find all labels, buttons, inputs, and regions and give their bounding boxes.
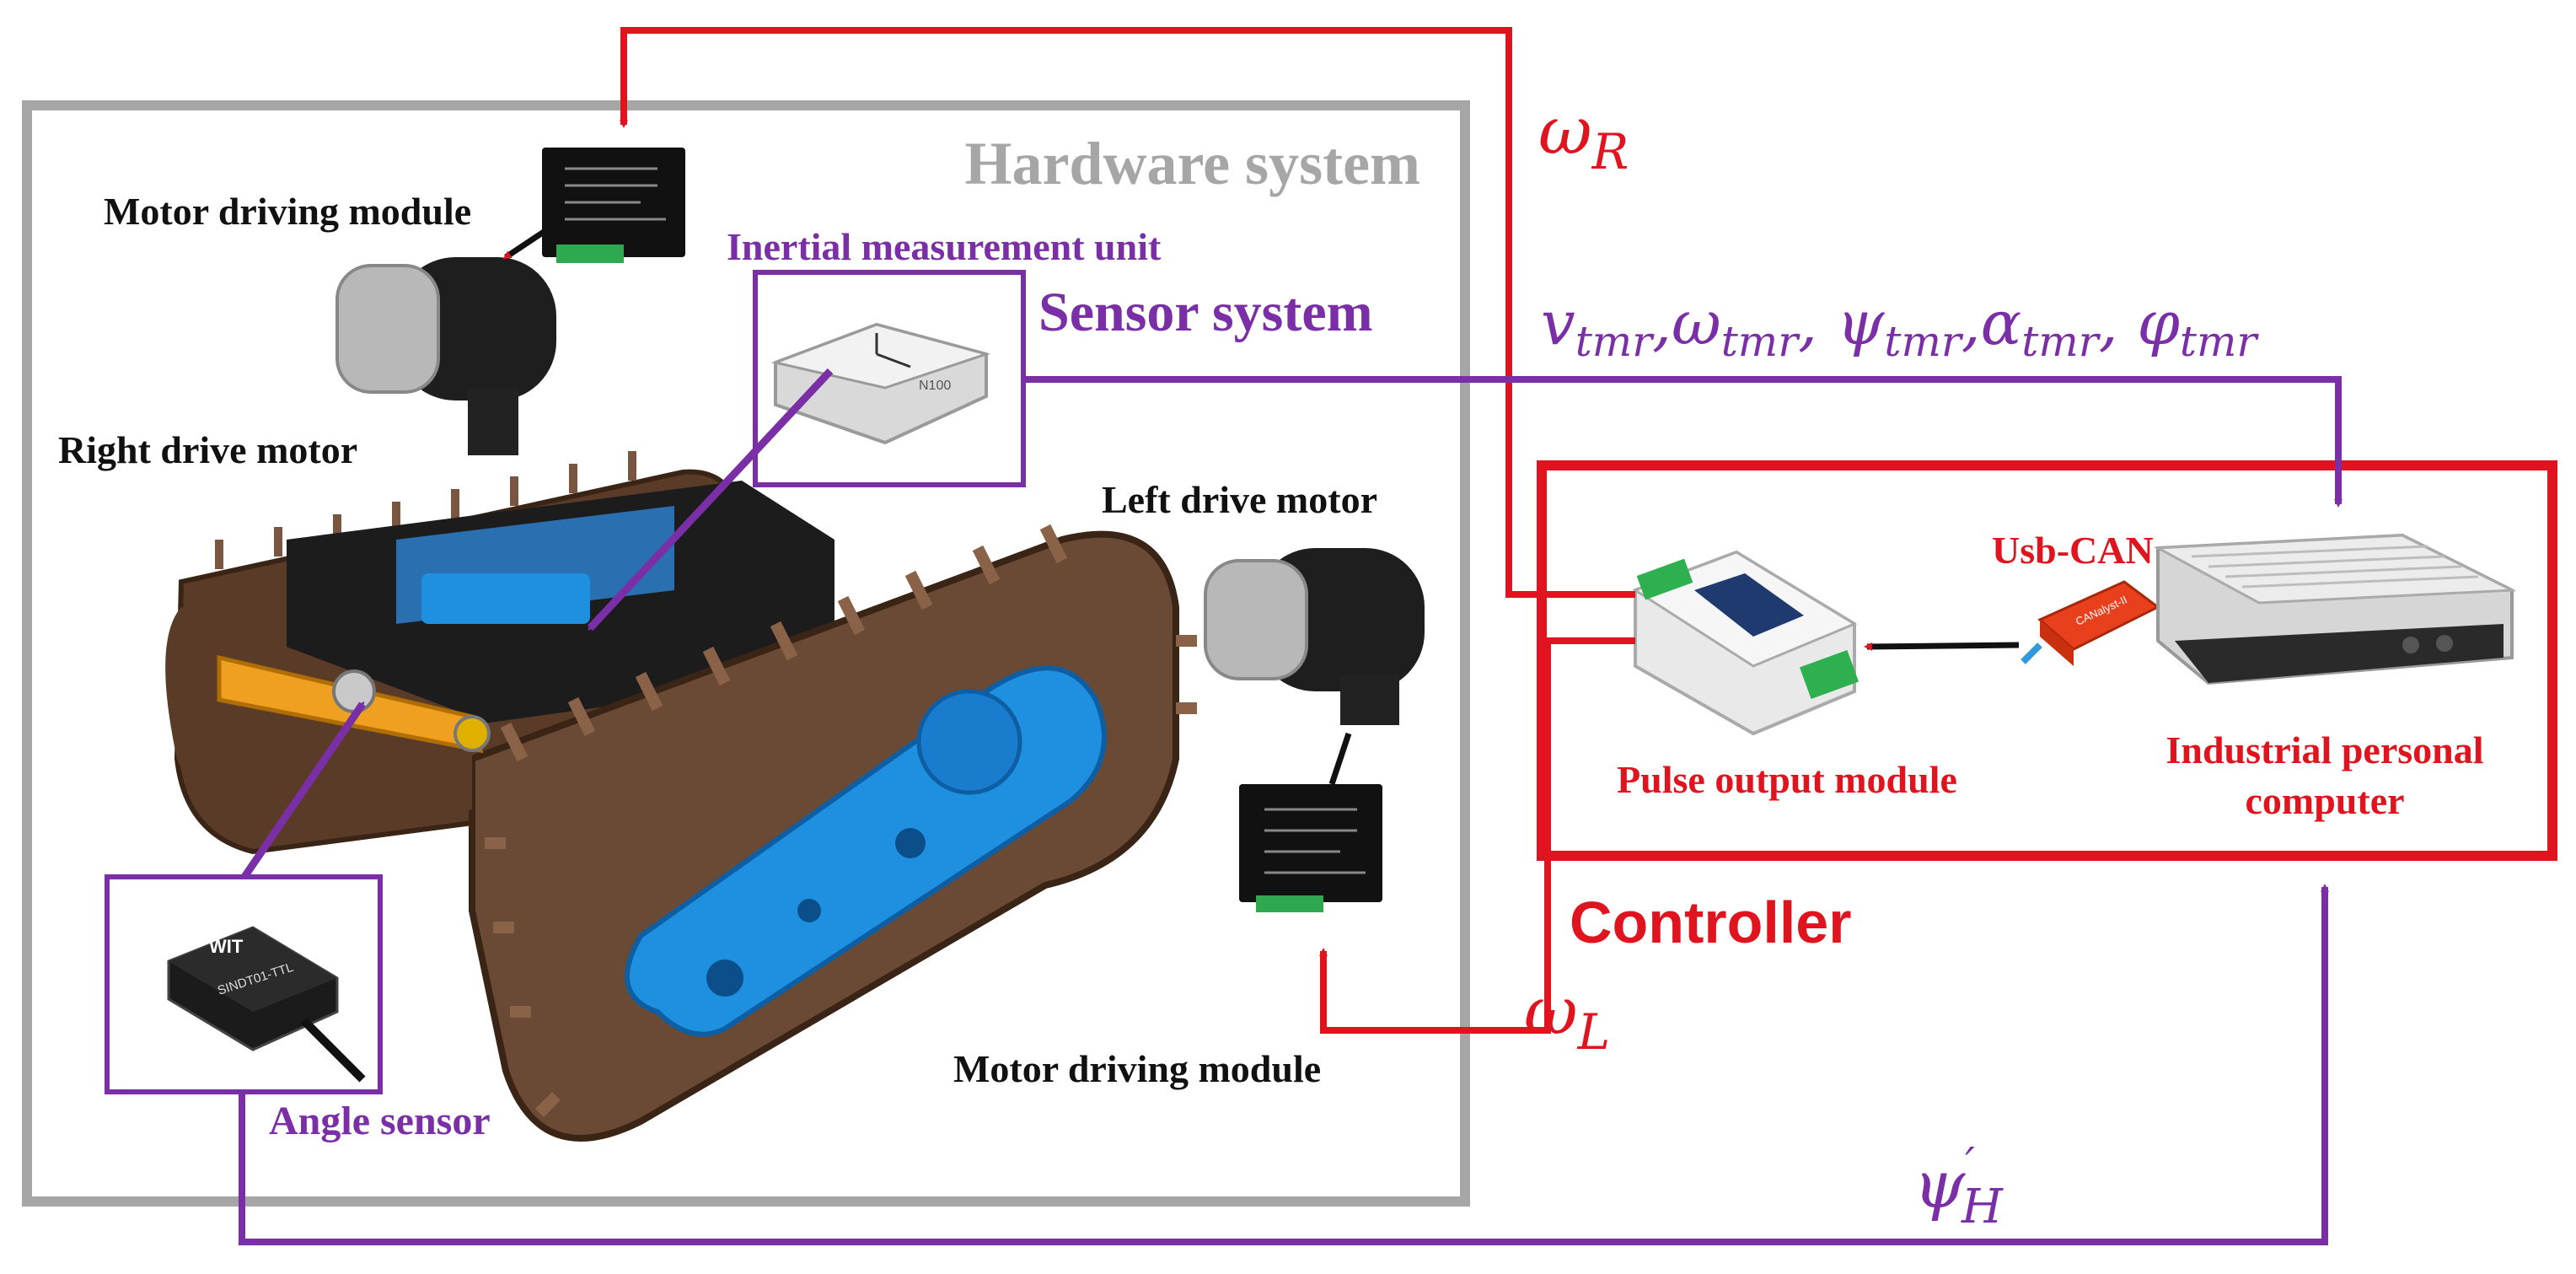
motor-driver-top xyxy=(542,148,685,263)
pulse-output-module xyxy=(1632,550,1860,736)
tracked-robot xyxy=(165,451,1197,1142)
omega-r-label: ωR xyxy=(1538,94,1629,180)
usb-can-adapter: CANalyst-II xyxy=(2021,580,2160,666)
industrial-pc-label-line1: Industrial personal xyxy=(2165,728,2483,771)
angle-sensor-device: WIT SINDT01-TTL xyxy=(167,926,366,1083)
arrow-usbcan-to-pulse-module xyxy=(1864,642,2020,651)
motor-driving-module-top-label: Motor driving module xyxy=(104,190,471,233)
industrial-pc-label-line2: computer xyxy=(2245,779,2404,822)
sensor-system-title: Sensor system xyxy=(1038,282,1373,343)
signal-path-omega-r xyxy=(620,27,1635,598)
usb-can-label: Usb-CAN xyxy=(1992,529,2154,572)
motor-driver-bottom xyxy=(1239,784,1382,912)
angle-sensor-label: Angle sensor xyxy=(269,1099,491,1143)
motor-driving-module-bottom-label: Motor driving module xyxy=(953,1047,1321,1090)
right-drive-motor xyxy=(335,257,556,455)
right-drive-motor-label: Right drive motor xyxy=(58,428,357,471)
state-vector-label: vtmr,ωtmr, ψtmr,αtmr, φtmr xyxy=(1541,288,2259,366)
arrow-angle-sensor-to-robot xyxy=(241,701,366,879)
hardware-system-title: Hardware system xyxy=(964,130,1420,197)
omega-l-label: ωL xyxy=(1524,974,1610,1061)
signal-path-imu-state xyxy=(1023,376,2343,508)
signal-path-angle xyxy=(239,884,2329,1245)
left-drive-motor-label: Left drive motor xyxy=(1102,478,1377,521)
imu-label: Inertial measurement unit xyxy=(727,225,1162,268)
industrial-pc xyxy=(2153,533,2517,685)
hardware-system-frame xyxy=(22,100,1470,1207)
psi-h-label: ψ′H xyxy=(1913,1139,2004,1234)
svg-text:N100: N100 xyxy=(919,379,951,393)
imu-device: N100 xyxy=(770,322,991,445)
arrow-driver-to-right-motor xyxy=(502,221,558,260)
pulse-output-module-label: Pulse output module xyxy=(1617,758,1957,801)
controller-frame xyxy=(1537,460,2557,861)
arrow-imu-to-robot xyxy=(587,368,834,632)
svg-text:WIT: WIT xyxy=(209,936,244,957)
controller-title: Controller xyxy=(1570,890,1851,955)
left-drive-motor xyxy=(1204,548,1425,725)
signal-path-omega-l xyxy=(1319,637,1635,1034)
arrow-driver-to-left-motor xyxy=(1328,732,1352,786)
